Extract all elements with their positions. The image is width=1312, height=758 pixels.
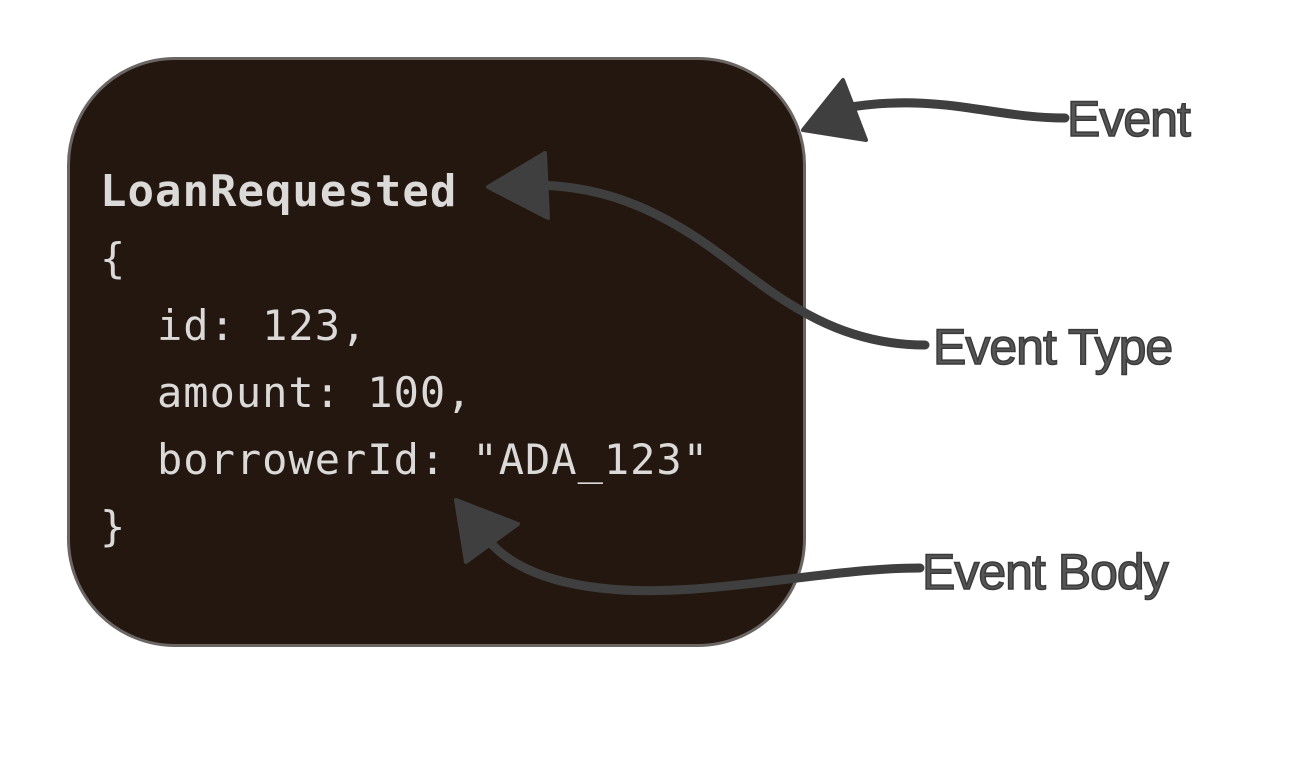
event-body-arrow-line	[475, 523, 925, 596]
event-type-arrow-line	[525, 180, 930, 350]
event-label: Event	[1066, 91, 1191, 147]
open-brace: {	[100, 234, 127, 283]
event-body-arrowhead	[454, 498, 520, 564]
event-type-label: Event Type	[932, 319, 1174, 375]
event-type-arrowhead	[486, 151, 550, 220]
event-card: LoanRequested { id: 123, amount: 100, bo…	[67, 57, 806, 647]
field-amount: amount: 100,	[157, 368, 473, 417]
field-borrower-id: borrowerId: "ADA_123"	[157, 435, 710, 484]
field-id: id: 123,	[157, 301, 368, 350]
event-arrowhead	[801, 78, 868, 142]
event-type-name: LoanRequested	[100, 166, 458, 217]
close-brace: }	[100, 502, 127, 551]
event-body-label: Event Body	[921, 544, 1169, 600]
event-arrow-line	[840, 98, 1070, 123]
